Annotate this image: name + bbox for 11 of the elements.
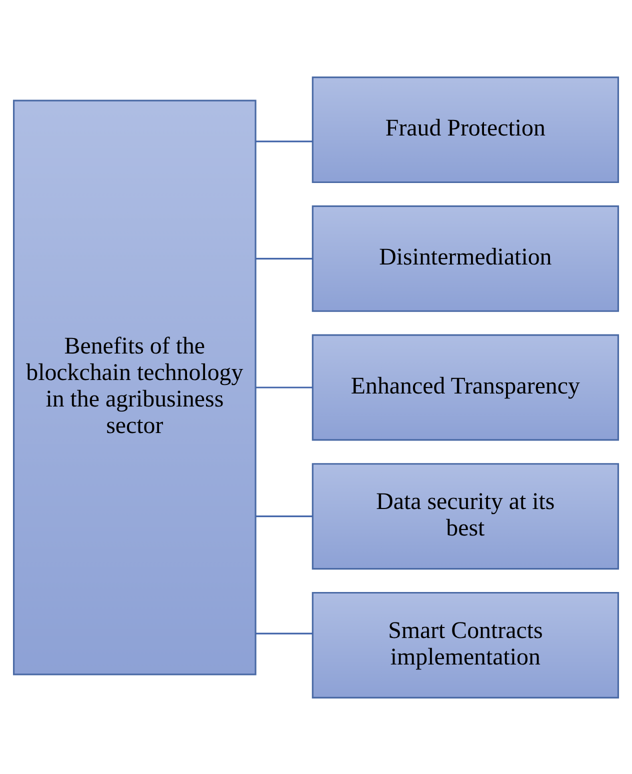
- connector: [256, 515, 313, 517]
- node-box: Data security at its best: [312, 462, 620, 570]
- node-box: Smart Contracts implementation: [312, 591, 620, 698]
- node-box: Disintermediation: [312, 204, 620, 312]
- connector: [256, 632, 313, 634]
- connector: [256, 140, 313, 142]
- connector: [256, 386, 313, 388]
- connector: [256, 257, 313, 259]
- node-box: Enhanced Transparency: [312, 334, 620, 440]
- node-box: Benefits of the blockchain technology in the agribusiness sector: [12, 99, 256, 675]
- node-box: Fraud Protection: [312, 76, 620, 183]
